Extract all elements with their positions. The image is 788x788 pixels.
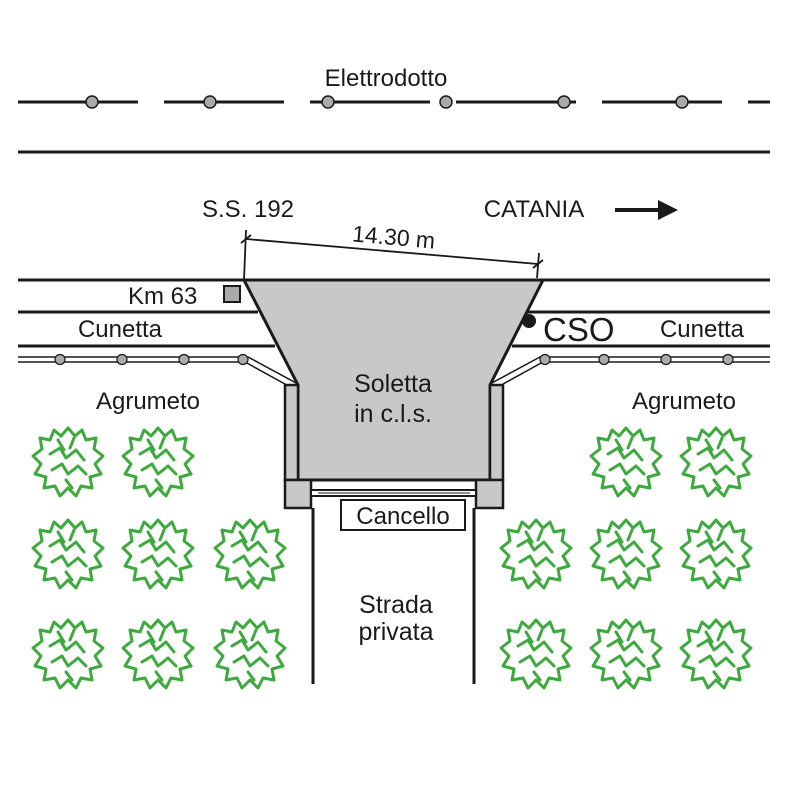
citrus-tree-icon bbox=[121, 426, 195, 498]
fence-right bbox=[489, 353, 770, 390]
orchard-left bbox=[31, 426, 287, 690]
fence-post-icon bbox=[54, 353, 66, 366]
slab-label-line1: Soletta bbox=[354, 370, 432, 398]
citrus-tree-icon bbox=[121, 618, 195, 690]
fence-post-icon bbox=[598, 353, 610, 366]
private-road-label-line1: Strada bbox=[359, 591, 433, 619]
citrus-tree-icon bbox=[499, 618, 573, 690]
gate-pillar-left bbox=[283, 478, 313, 510]
slab-label-line2: in c.l.s. bbox=[354, 400, 432, 428]
citrus-tree-icon bbox=[679, 618, 753, 690]
orchard-right bbox=[499, 426, 753, 690]
citrus-tree-icon bbox=[589, 518, 663, 590]
gate-pillar-right bbox=[474, 478, 505, 510]
citrus-tree-icon bbox=[589, 618, 663, 690]
road-label: S.S. 192 bbox=[202, 196, 294, 223]
citrus-tree-icon bbox=[31, 618, 105, 690]
citrus-tree-icon bbox=[679, 426, 753, 498]
fence-post-icon bbox=[116, 353, 128, 366]
gate-label-box bbox=[340, 499, 466, 531]
citrus-tree-icon bbox=[679, 518, 753, 590]
pole-icon bbox=[675, 95, 689, 109]
direction-label: CATANIA bbox=[484, 196, 584, 223]
fence-left bbox=[18, 353, 299, 390]
orchard-label-left: Agrumeto bbox=[96, 388, 200, 415]
citrus-tree-icon bbox=[213, 518, 287, 590]
pole-icon bbox=[85, 95, 99, 109]
fence-post-icon bbox=[539, 353, 551, 366]
power-poles bbox=[85, 95, 689, 109]
dot-marker-icon bbox=[522, 314, 536, 328]
private-road-label-line2: privata bbox=[358, 618, 433, 646]
citrus-tree-icon bbox=[589, 426, 663, 498]
wall-right bbox=[488, 383, 505, 482]
fence-post-icon bbox=[237, 353, 249, 366]
citrus-tree-icon bbox=[31, 426, 105, 498]
fence-post-icon bbox=[178, 353, 190, 366]
pole-icon bbox=[439, 95, 453, 109]
pole-icon bbox=[557, 95, 571, 109]
fence-post-icon bbox=[722, 353, 734, 366]
right-arrow-icon bbox=[615, 200, 678, 220]
citrus-tree-icon bbox=[213, 618, 287, 690]
citrus-tree-icon bbox=[121, 518, 195, 590]
square-marker-icon bbox=[223, 285, 241, 303]
citrus-tree-icon bbox=[31, 518, 105, 590]
citrus-tree-icon bbox=[499, 518, 573, 590]
ditch-label-left: Cunetta bbox=[78, 316, 163, 343]
km-marker-label: Km 63 bbox=[128, 283, 197, 310]
cso-label: CSO bbox=[543, 311, 615, 348]
pole-icon bbox=[321, 95, 335, 109]
ditch-label-right: Cunetta bbox=[660, 316, 745, 343]
gate-label: Cancello bbox=[356, 503, 449, 530]
orchard-label-right: Agrumeto bbox=[632, 388, 736, 415]
power-line bbox=[18, 95, 770, 109]
width-dimension bbox=[240, 229, 544, 281]
power-line-label: Elettrodotto bbox=[325, 65, 448, 92]
fence-post-icon bbox=[660, 353, 672, 366]
wall-left bbox=[283, 383, 300, 482]
pole-icon bbox=[203, 95, 217, 109]
